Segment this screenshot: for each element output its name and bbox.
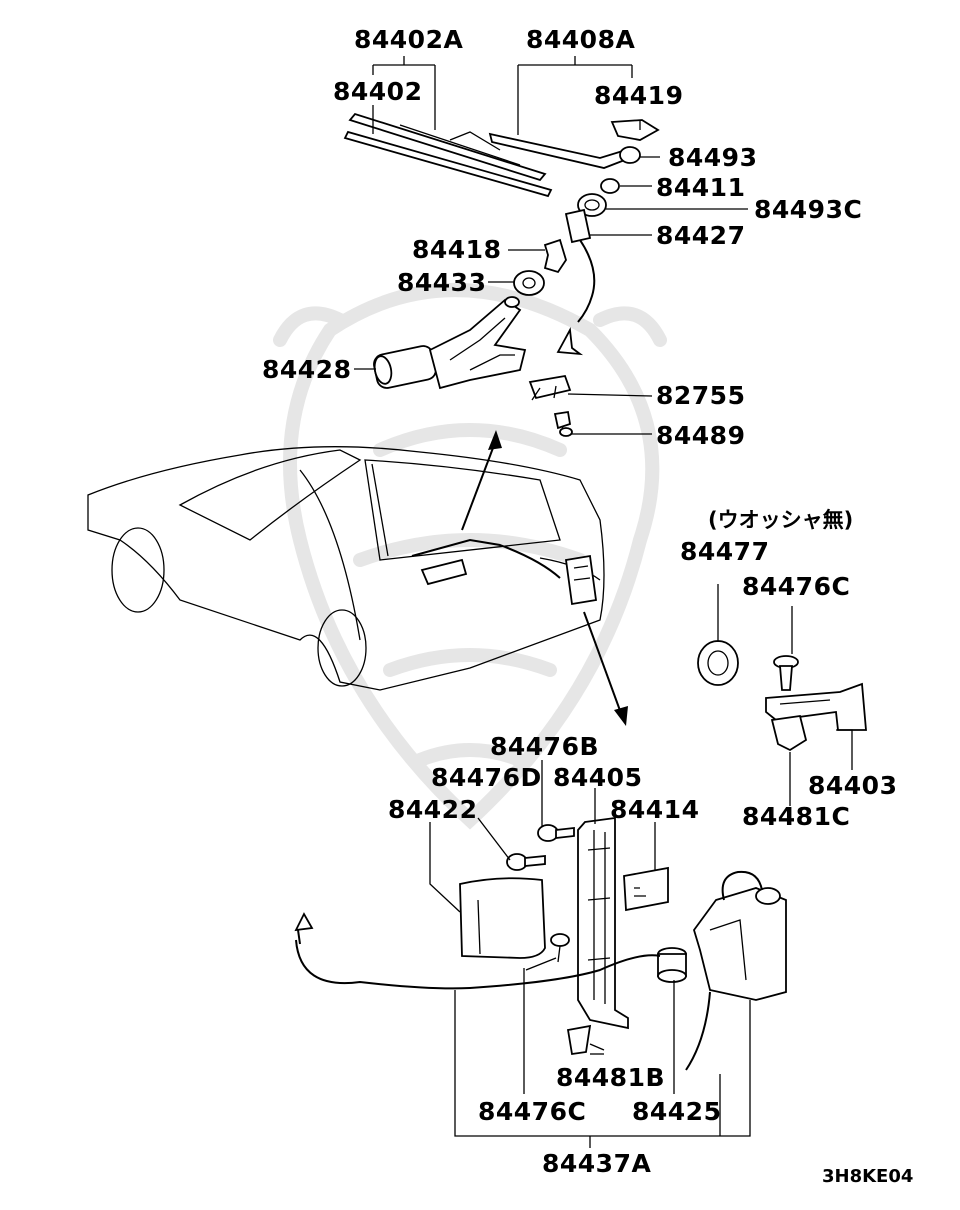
note-no-washer: (ウオッシャ無): [708, 508, 853, 532]
bolt-84476D: [506, 853, 546, 871]
label-84477: 84477: [680, 537, 769, 566]
bolt-84489: [553, 410, 573, 437]
label-84402A: 84402A: [354, 25, 463, 54]
label-84437A: 84437A: [542, 1149, 651, 1178]
label-84414: [623, 866, 669, 912]
label-84481B: 84481B: [556, 1063, 665, 1092]
label-84408A: 84408A: [526, 25, 635, 54]
diagram-code: 3H8KE04: [822, 1166, 913, 1187]
label-84493: 84493: [668, 143, 757, 172]
label-84476C-top: 84476C: [742, 572, 850, 601]
label-82755: 82755: [656, 381, 745, 410]
connector-82755: [528, 374, 572, 401]
label-84476B: 84476B: [490, 732, 599, 761]
clip-84481B: [566, 1024, 605, 1056]
label-84414: 84414: [610, 795, 699, 824]
label-84433: 84433: [397, 268, 486, 297]
label-84476C-bottom: 84476C: [478, 1097, 586, 1126]
label-84476D: 84476D: [431, 763, 542, 792]
wiper-motor: [373, 296, 527, 390]
bracket-84403: [765, 682, 867, 752]
bracket-84405: [577, 816, 629, 1030]
label-84403: 84403: [808, 771, 897, 800]
label-84493C: 84493C: [754, 195, 862, 224]
label-84411: 84411: [656, 173, 745, 202]
car-wiper-mount: [411, 538, 598, 606]
guard-84422: [459, 877, 546, 959]
bolt-84476B: [537, 824, 575, 842]
washer-hose: [294, 912, 711, 1071]
label-84422: 84422: [388, 795, 477, 824]
screw-84476C-bottom: [550, 933, 570, 963]
label-84489: 84489: [656, 421, 745, 450]
label-84402: 84402: [333, 77, 422, 106]
part-labels: 84402A 84408A 84402 84419 84493 84411 84…: [262, 25, 913, 1187]
grommet-84477: [697, 640, 739, 686]
label-84405: 84405: [553, 763, 642, 792]
leader-lines: [354, 56, 853, 1148]
label-84481C: 84481C: [742, 802, 850, 831]
pointer-arrows: [461, 430, 628, 726]
label-84418: 84418: [412, 235, 501, 264]
label-84428: 84428: [262, 355, 351, 384]
label-84425: 84425: [632, 1097, 721, 1126]
label-84419: 84419: [594, 81, 683, 110]
label-84427: 84427: [656, 221, 745, 250]
reservoir-tank: [693, 870, 787, 1001]
arrow-up-small: [556, 327, 584, 356]
pump-84425: [657, 947, 687, 983]
screw-84476C-top: [773, 655, 799, 691]
pivot-parts: [513, 146, 641, 323]
wiper-blade-assembly: [343, 112, 553, 198]
